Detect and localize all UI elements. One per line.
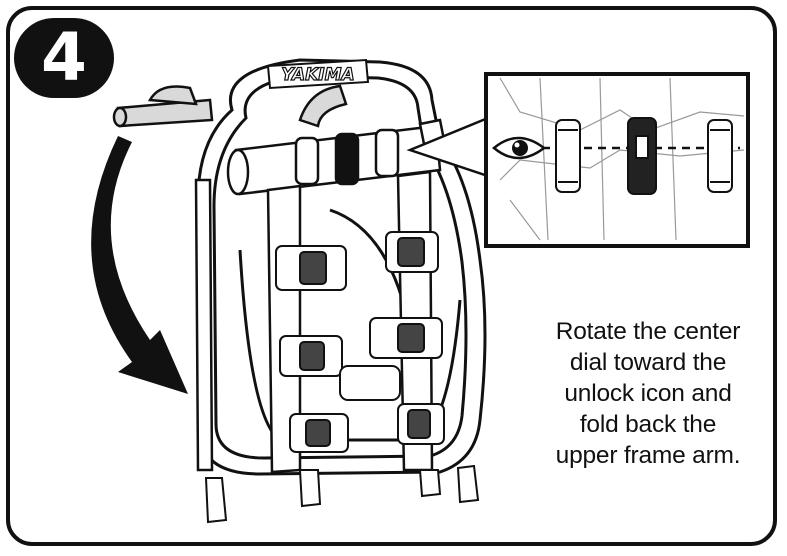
eye-icon <box>492 136 547 160</box>
strap-hooks <box>204 464 480 524</box>
zoom-inset <box>484 72 750 248</box>
step-number: 4 <box>41 19 87 96</box>
instruction-line: upper frame arm. <box>555 442 741 469</box>
yakima-logo: YAKIMA <box>266 58 370 90</box>
instruction-line: dial toward the <box>569 349 727 376</box>
dial-left <box>555 119 581 193</box>
instruction-text: Rotate the center dial toward the unlock… <box>520 316 776 471</box>
logo-text: YAKIMA <box>281 65 354 85</box>
step-badge: 4 <box>14 18 114 98</box>
instruction-line: Rotate the center <box>555 318 741 345</box>
upper-arm <box>112 84 348 128</box>
instruction-line: unlock icon and <box>564 380 732 407</box>
curved-arrow-icon <box>91 136 188 394</box>
dial-crossbar <box>226 118 446 196</box>
dial-center <box>627 117 657 195</box>
bike-cradles <box>275 231 445 453</box>
instruction-line: fold back the <box>579 411 717 438</box>
dial-right <box>707 119 733 193</box>
